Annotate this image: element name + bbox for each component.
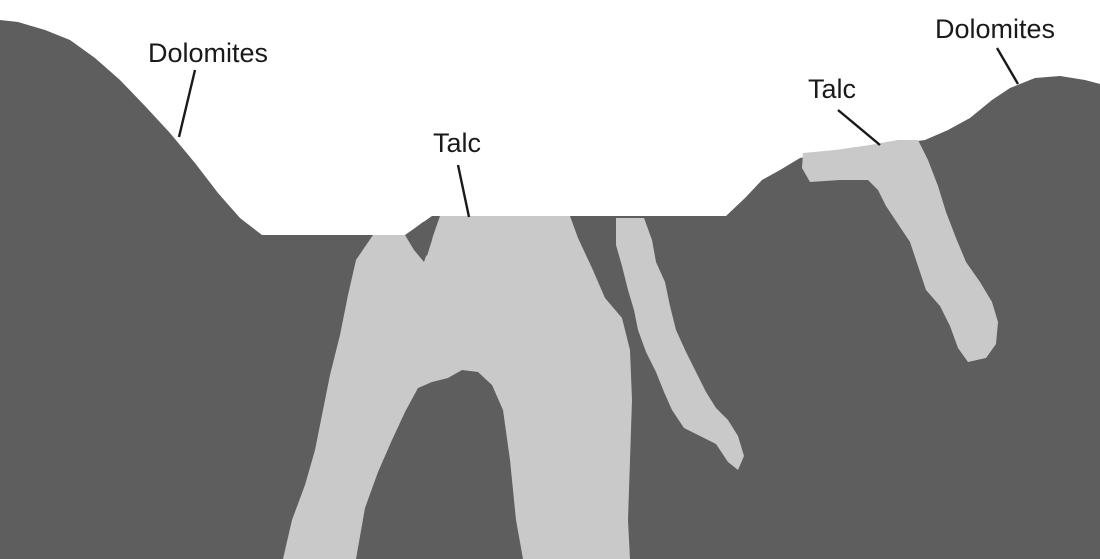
leader-line-talc-right: [838, 110, 880, 145]
label-dolomites-right: Dolomites: [935, 14, 1055, 44]
label-talc-center: Talc: [433, 128, 481, 158]
label-dolomites-left: Dolomites: [148, 38, 268, 68]
leader-line-dolomites-left: [179, 70, 195, 137]
leader-line-talc-center: [458, 165, 469, 217]
label-talc-right: Talc: [808, 74, 856, 104]
leader-line-dolomites-right: [997, 48, 1018, 84]
